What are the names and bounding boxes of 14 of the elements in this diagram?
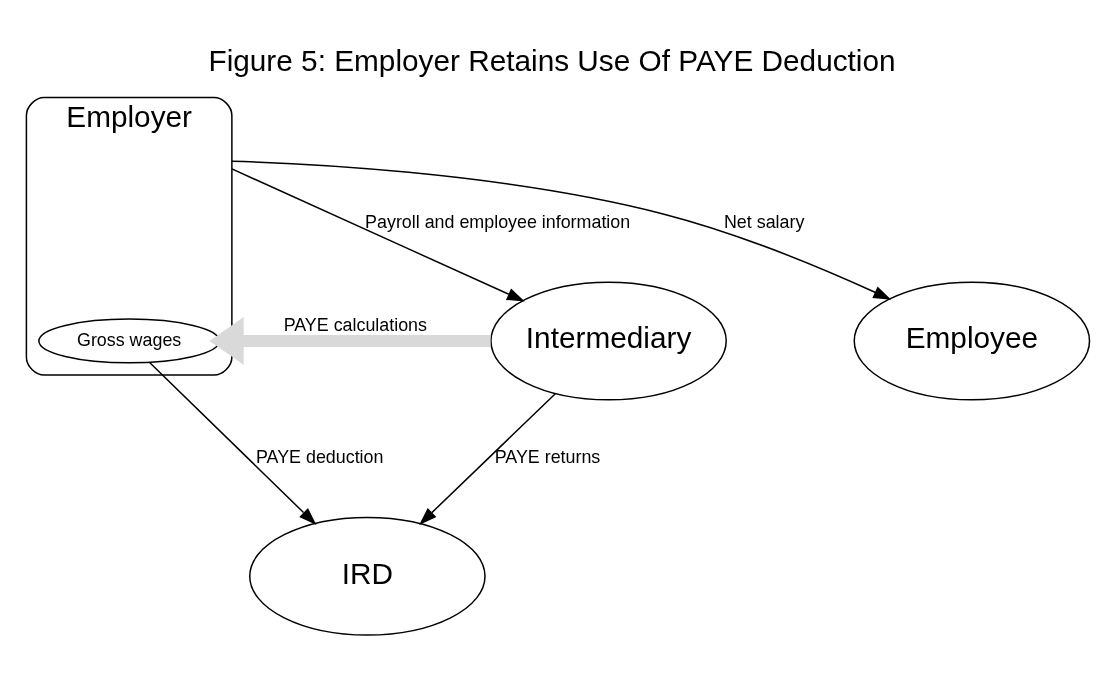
edge-label: PAYE deduction	[256, 446, 384, 467]
node-ellipse: Employee	[853, 280, 1091, 401]
edge-label: PAYE calculations	[283, 314, 427, 335]
edge-label: PAYE returns	[494, 446, 601, 467]
edge-label: Payroll and employee information	[365, 211, 631, 232]
node-ellipse: Intermediary	[490, 280, 727, 401]
diagram-title: Figure 5: Employer Retains Use Of PAYE Deduction	[208, 43, 896, 77]
arrow	[231, 167, 525, 302]
arrow	[149, 361, 317, 525]
arrow	[209, 316, 491, 365]
arrow	[419, 392, 556, 525]
edge-label: Net salary	[723, 211, 805, 232]
arrow	[231, 159, 892, 300]
node-ellipse: IRD	[249, 516, 486, 636]
